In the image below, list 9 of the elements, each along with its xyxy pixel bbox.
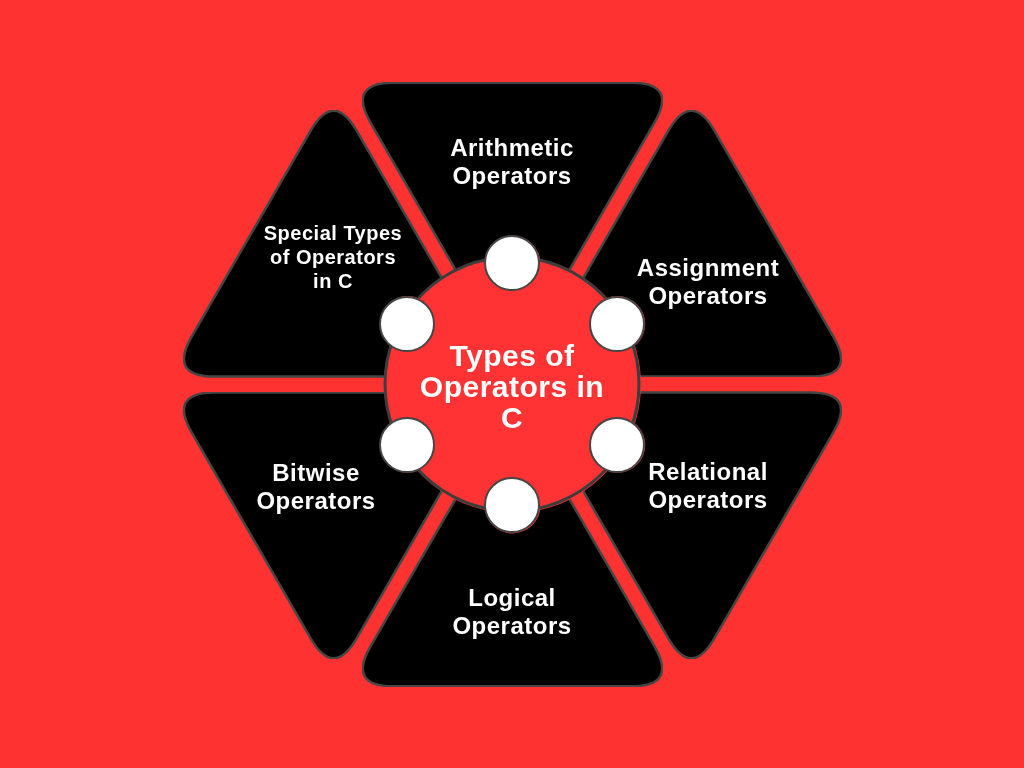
segment-label: Special Types of Operators in C: [262, 221, 404, 293]
segment-label: Bitwise Operators: [255, 459, 377, 515]
segment-panel: [582, 109, 842, 377]
segment-label: Assignment Operators: [635, 254, 781, 310]
segment-label: Relational Operators: [647, 458, 769, 514]
segment-panel: [182, 109, 442, 378]
hub-label: Types of Operators in C: [418, 339, 606, 433]
segment-label: Logical Operators: [451, 584, 573, 640]
segment-label: Arithmetic Operators: [449, 134, 575, 190]
